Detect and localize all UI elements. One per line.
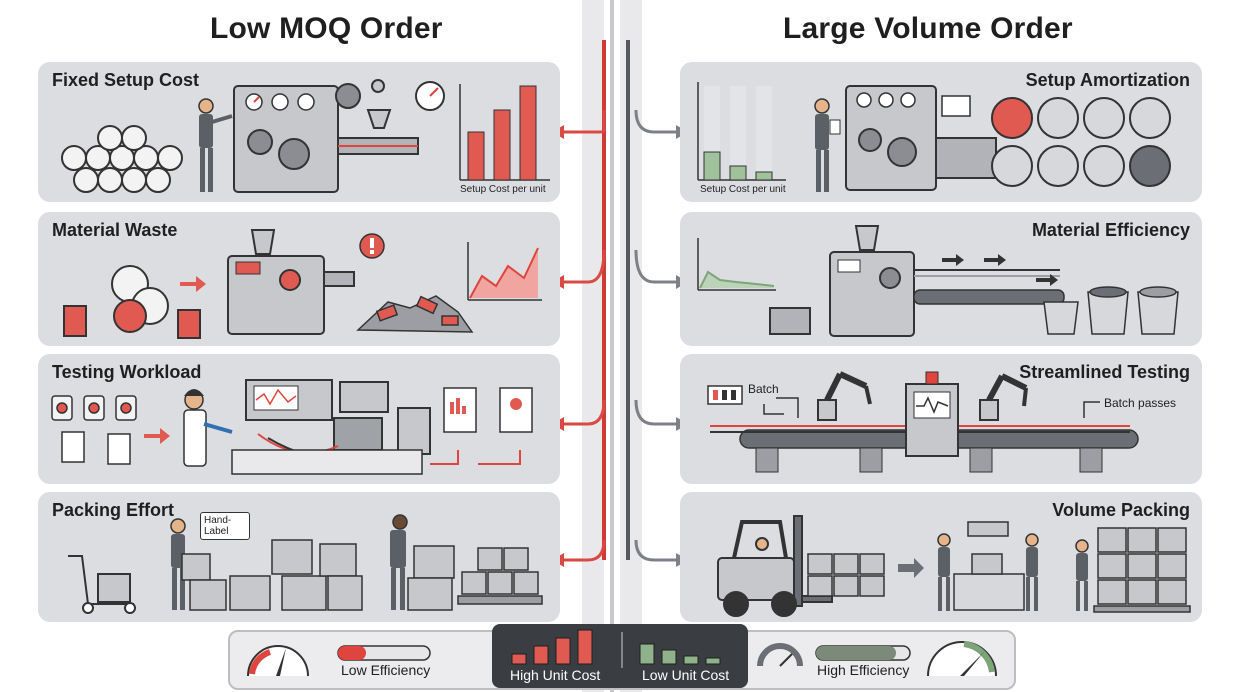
- cable-reel-icon: [61, 125, 183, 193]
- bin-icon: [1043, 286, 1179, 335]
- setup-cost-chart: [697, 82, 786, 181]
- hand-label-tag: Hand-Label: [200, 512, 250, 540]
- panel-title: Fixed Setup Cost: [52, 70, 200, 90]
- machine-icon: [769, 225, 915, 337]
- arrow-icon: [144, 428, 170, 444]
- gauge-icon: [927, 641, 997, 677]
- conveyor: [913, 254, 1065, 305]
- setup-cost-chart: [459, 84, 550, 181]
- panel-title: Setup Amortization: [1025, 70, 1190, 90]
- worker-icon: [390, 514, 408, 610]
- report-icon: [443, 387, 533, 433]
- low-efficiency-label: Low Efficiency: [341, 662, 431, 678]
- gear-icon: [335, 79, 385, 109]
- worker-icon: [198, 98, 233, 192]
- high-efficiency-legend: [757, 641, 997, 677]
- box-icon: [407, 545, 455, 611]
- gauge-icon: [757, 643, 803, 667]
- high-efficiency-label: High Efficiency: [817, 662, 910, 678]
- panel-material-waste: Material Waste: [38, 212, 560, 346]
- arrow-icon: [898, 558, 924, 578]
- packing-station: [953, 521, 1025, 611]
- machine-icon: [227, 229, 355, 335]
- panel-title: Packing Effort: [52, 500, 175, 520]
- panel-title: Streamlined Testing: [1019, 362, 1190, 382]
- cable-reel-icon: [991, 97, 1171, 187]
- test-station: [905, 371, 959, 457]
- efficiency-chart: [697, 238, 776, 291]
- right-connectors: [634, 109, 688, 567]
- warning-icon: [359, 233, 385, 259]
- left-heading: Low MOQ Order: [210, 12, 443, 45]
- gauge-icon: [247, 645, 309, 677]
- gauge-icon: [415, 81, 445, 111]
- pallet-icon: [1093, 527, 1191, 613]
- batch-passes-label: Batch passes: [1104, 396, 1177, 410]
- panel-title: Volume Packing: [1052, 500, 1190, 520]
- panel-volume-packing: Volume Packing: [680, 492, 1202, 622]
- right-heading: Large Volume Order: [783, 12, 1073, 45]
- worker-icon: [814, 98, 841, 192]
- batch-arrows: [763, 397, 1100, 418]
- robot-arm-icon: [817, 371, 1028, 421]
- panel-title: Material Waste: [52, 220, 178, 240]
- report-arrows: [430, 450, 521, 465]
- document-icon: [61, 431, 131, 465]
- chart-label: Setup Cost per unit: [460, 184, 546, 195]
- low-unit-cost-label: Low Unit Cost: [642, 667, 730, 683]
- high-unit-cost-label: High Unit Cost: [510, 667, 601, 683]
- panel-fixed-setup-cost: Fixed Setup Cost Setup Cost per unit: [38, 62, 560, 202]
- worker-icon: [937, 533, 1089, 611]
- hand-truck-icon: [68, 555, 136, 614]
- panel-material-efficiency: Material Efficiency: [680, 212, 1202, 346]
- panel-title: Material Efficiency: [1031, 220, 1190, 240]
- worker-icon: [183, 389, 233, 467]
- batch-switch-icon: [707, 385, 743, 405]
- worker-icon: [170, 518, 211, 610]
- scrap-pile: [356, 295, 474, 333]
- panel-packing-effort: Packing Effort Hand-Label: [38, 492, 560, 622]
- panel-setup-amortization: Setup Amortization Setup Cost per unit: [680, 62, 1202, 202]
- waste-chart: [467, 242, 542, 301]
- machine-icon: [845, 85, 997, 191]
- box-icon: [807, 553, 885, 597]
- panel-streamlined-testing: Streamlined Testing Batch Batch passes: [680, 354, 1202, 484]
- low-efficiency-legend: [247, 645, 431, 677]
- pallet-icon: [457, 547, 543, 605]
- unit-cost-bars: [511, 629, 721, 668]
- box-icon: [189, 539, 363, 611]
- cable-reel-icon: [63, 265, 201, 339]
- batch-label: Batch: [748, 382, 779, 396]
- chart-label: Setup Cost per unit: [700, 184, 786, 195]
- center-divider: [582, 0, 642, 692]
- panel-testing-workload: Testing Workload: [38, 354, 560, 484]
- arrow-icon: [180, 276, 206, 292]
- machine-icon: [233, 85, 419, 193]
- gear-icon: [51, 395, 137, 421]
- test-equipment: [231, 379, 431, 475]
- forklift-icon: [717, 515, 833, 617]
- panel-title: Testing Workload: [52, 362, 202, 382]
